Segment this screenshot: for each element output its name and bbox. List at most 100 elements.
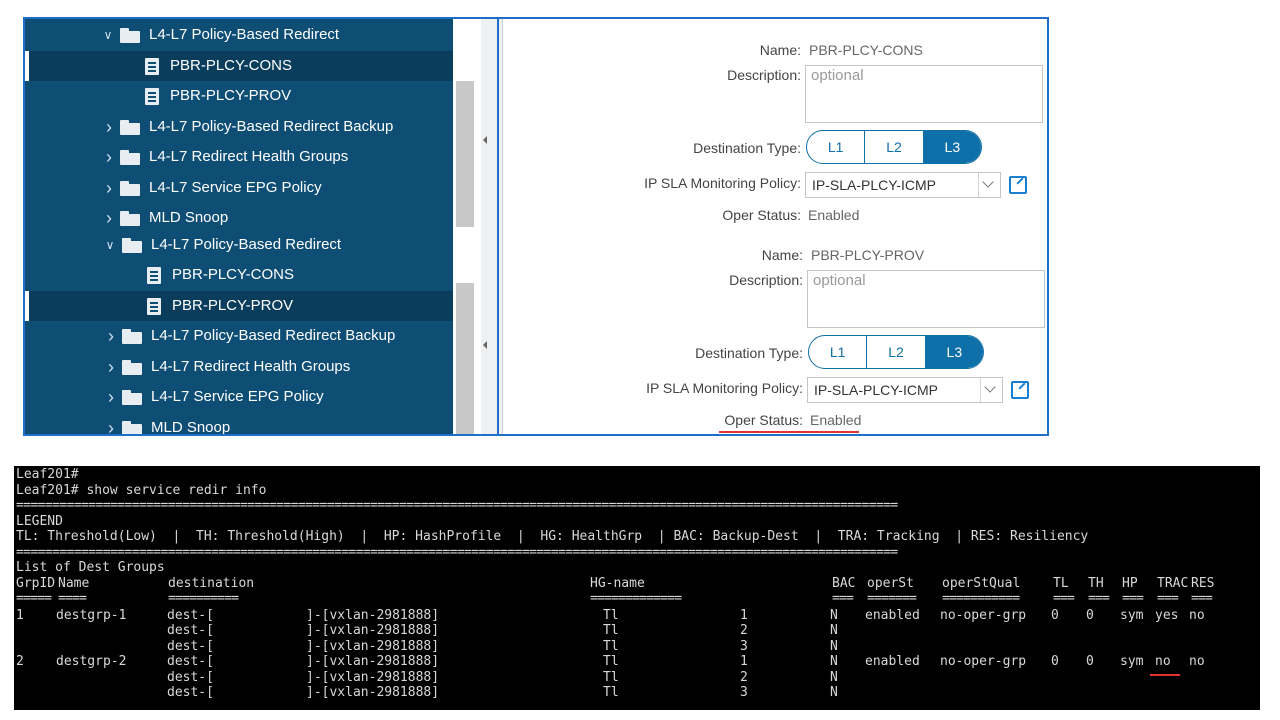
tree-item[interactable]: PBR-PLCY-CONS [25, 51, 453, 81]
description-input[interactable]: optional [807, 270, 1045, 328]
chevron-down-icon[interactable]: ∨ [103, 28, 113, 42]
destination-type-option-l1[interactable]: L1 [807, 131, 866, 163]
collapse-left-icon[interactable] [483, 136, 487, 144]
chevron-right-icon[interactable]: › [108, 418, 114, 436]
column-header-hg: HG-name [590, 576, 645, 591]
cell-bac: N [830, 608, 838, 623]
chevron-right-icon[interactable]: › [108, 357, 114, 377]
destination-type-option-l3[interactable]: L3 [925, 336, 983, 368]
tree-item[interactable]: ›L4-L7 Service EPG Policy [25, 382, 453, 412]
cell-bac: N [830, 623, 838, 639]
ip-sla-policy-select[interactable]: IP-SLA-PLCY-ICMP [807, 377, 1003, 403]
tree-item[interactable]: PBR-PLCY-CONS [25, 260, 453, 290]
tree-item[interactable]: ›L4-L7 Policy-Based Redirect Backup [25, 321, 453, 351]
name-value: PBR-PLCY-PROV [811, 247, 925, 263]
tree-item-label: MLD Snoop [149, 209, 229, 226]
cell-vx: ]-[vxlan-2981888] [306, 669, 440, 685]
column-rule-hg: ============= [590, 591, 682, 606]
cell-idx: 1 [740, 654, 748, 670]
chevron-right-icon[interactable]: › [106, 147, 112, 167]
cell-dest: dest-[ [167, 623, 214, 639]
pane-border [497, 19, 499, 434]
field-label: Description: [729, 272, 803, 288]
folder-icon [120, 28, 140, 43]
chevron-down-icon[interactable] [978, 173, 1000, 197]
tree-item-label: MLD Snoop [151, 419, 231, 436]
chevron-right-icon[interactable]: › [108, 326, 114, 346]
tree-item[interactable]: ∨L4-L7 Policy-Based Redirect [25, 230, 453, 260]
tree-item-label: L4-L7 Service EPG Policy [149, 179, 322, 196]
ip-sla-policy-select[interactable]: IP-SLA-PLCY-ICMP [805, 172, 1001, 198]
column-rule-operst: ======= [867, 591, 917, 606]
chevron-right-icon[interactable]: › [108, 387, 114, 407]
cell-operst: enabled [865, 608, 920, 623]
tree-scrollbar-thumb[interactable] [456, 81, 474, 227]
tree-item[interactable]: ›L4-L7 Redirect Health Groups [25, 142, 453, 172]
field-label: Oper Status: [724, 412, 803, 428]
chevron-right-icon[interactable]: › [106, 117, 112, 137]
column-rule-grpid: ===== [16, 591, 52, 606]
cell-tl: 0 [1051, 608, 1059, 623]
tree-item[interactable]: PBR-PLCY-PROV [25, 81, 453, 111]
cell-vx: ]-[vxlan-2981888] [306, 654, 440, 670]
cell-dest: dest-[ [167, 685, 214, 700]
column-rule-res: === [1191, 591, 1213, 606]
cell-res: no [1189, 608, 1205, 623]
open-in-new-window-icon[interactable] [1011, 381, 1029, 399]
tree-item-label: PBR-PLCY-CONS [170, 57, 292, 74]
column-header-tl: TL [1053, 576, 1069, 591]
cell-idx: 2 [740, 623, 748, 639]
pane-splitter[interactable] [481, 19, 503, 434]
column-header-hp: HP [1122, 576, 1138, 591]
cell-hg: Tl [603, 623, 619, 639]
chevron-down-icon[interactable]: ∨ [105, 238, 115, 252]
folder-icon [120, 150, 140, 165]
ip-sla-policy-value: IP-SLA-PLCY-ICMP [812, 177, 936, 193]
tree-item-label: L4-L7 Policy-Based Redirect Backup [149, 118, 394, 135]
tree-item[interactable]: PBR-PLCY-PROV [25, 291, 453, 321]
chevron-right-icon[interactable]: › [106, 178, 112, 198]
column-rule-th: === [1088, 591, 1110, 606]
cell-idx: 2 [740, 669, 748, 685]
open-in-new-window-icon[interactable] [1009, 176, 1027, 194]
field-label: Name: [759, 42, 801, 58]
tree-item[interactable]: › MLD Snoop [25, 203, 453, 228]
collapse-left-icon-2[interactable] [483, 341, 487, 349]
tree-item[interactable]: › L4-L7 Policy-Based Redirect Backup [25, 112, 453, 142]
column-header-name: Name [58, 576, 90, 591]
field-label: Oper Status: [722, 207, 801, 223]
cell-dest: dest-[ [167, 669, 214, 685]
field-label: Name: [761, 247, 803, 263]
cell-th: 0 [1086, 654, 1094, 670]
policy-doc-icon [145, 58, 159, 75]
column-rule-name: ==== [58, 591, 87, 606]
field-label: Destination Type: [695, 345, 803, 361]
description-input[interactable]: optional [805, 65, 1043, 123]
column-header-grpid: GrpID [16, 576, 56, 591]
folder-icon [122, 238, 142, 253]
column-rule-destination: ========== [168, 591, 239, 606]
tree-scrollbar-thumb-2[interactable] [456, 283, 474, 434]
destination-type-option-l3[interactable]: L3 [923, 131, 981, 163]
chevron-down-icon[interactable] [980, 378, 1002, 402]
destination-type-option-l1[interactable]: L1 [809, 336, 868, 368]
folder-icon [122, 360, 142, 375]
cell-vx: ]-[vxlan-2981888] [306, 608, 440, 623]
chevron-right-icon[interactable]: › [106, 208, 112, 228]
tree-item[interactable]: › L4-L7 Service EPG Policy [25, 173, 453, 203]
tree-item[interactable]: ∨L4-L7 Policy-Based Redirect [25, 20, 453, 50]
cell-bac: N [830, 638, 838, 654]
tree-item-label: PBR-PLCY-PROV [172, 297, 294, 314]
field-label: IP SLA Monitoring Policy: [644, 175, 801, 191]
tree-item[interactable]: ›L4-L7 Redirect Health Groups [25, 352, 453, 382]
folder-icon [122, 421, 142, 434]
cell-grpid: 2 [16, 654, 24, 670]
destination-type-option-l2[interactable]: L2 [867, 336, 926, 368]
destination-type-option-l2[interactable]: L2 [865, 131, 924, 163]
tree-item[interactable]: › MLD Snoop [25, 413, 453, 436]
cell-vx: ]-[vxlan-2981888] [306, 623, 440, 639]
tree-item-label: PBR-PLCY-PROV [170, 87, 292, 104]
